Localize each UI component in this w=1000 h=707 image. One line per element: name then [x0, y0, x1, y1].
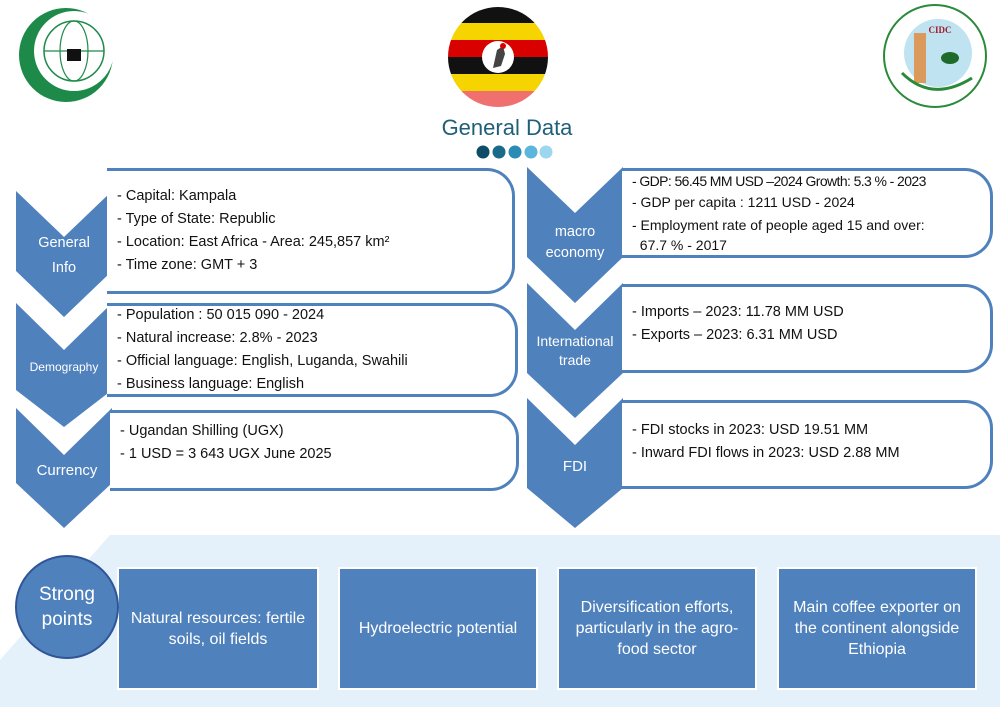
info-line: - Official language: English, Luganda, S… — [117, 353, 408, 369]
svg-text:CIDC: CIDC — [928, 25, 951, 35]
info-line: - Location: East Africa - Area: 245,857 … — [117, 234, 390, 250]
label-demography: Demography — [29, 360, 99, 374]
uganda-flag-icon — [448, 7, 548, 107]
macro-economy-box: - GDP: 56.45 MM USD –2024 Growth: 5.3 % … — [622, 168, 993, 258]
chevron-fdi — [527, 398, 623, 528]
page-title: General Data — [441, 115, 573, 140]
demography-box: - Population : 50 015 090 - 2024 - Natura… — [107, 303, 518, 397]
info-line: - GDP per capita : 1211 USD - 2024 — [632, 194, 855, 210]
cidc-logo: CIDC — [883, 4, 987, 108]
international-trade-box: - Imports – 2023: 11.78 MM USD - Exports … — [622, 284, 993, 373]
chevrons — [16, 167, 623, 528]
info-line: - Population : 50 015 090 - 2024 — [117, 307, 325, 323]
title-dots-decoration — [476, 145, 553, 159]
info-line: - Imports – 2023: 11.78 MM USD — [632, 303, 844, 320]
oic-logo — [19, 8, 114, 102]
chevron-international-trade — [527, 283, 623, 418]
strong-point-card: Hydroelectric potential — [338, 567, 538, 690]
chevron-macro-economy — [527, 167, 623, 303]
info-line: - Capital: Kampala — [117, 188, 237, 204]
chevron-demography — [16, 303, 112, 427]
currency-box: - Ugandan Shilling (UGX) - 1 USD = 3 643 … — [110, 410, 519, 491]
label-currency: Currency — [36, 462, 98, 479]
info-line: - Inward FDI flows in 2023: USD 2.88 MM — [632, 444, 900, 461]
info-line: - Ugandan Shilling (UGX) — [120, 422, 284, 439]
info-line: - Employment rate of people aged 15 and … — [632, 217, 925, 233]
general-info-box: - Capital: Kampala - Type of State: Repub… — [107, 168, 515, 294]
fdi-box: - FDI stocks in 2023: USD 19.51 MM - Inwa… — [622, 400, 993, 489]
strong-point-card: Diversification efforts, particularly in… — [557, 567, 757, 690]
info-line: 67.7 % - 2017 — [632, 237, 727, 253]
info-line: - FDI stocks in 2023: USD 19.51 MM — [632, 421, 869, 438]
info-line: - Business language: English — [117, 376, 305, 392]
info-line: - Exports – 2023: 6.31 MM USD — [632, 326, 838, 343]
strong-point-card: Natural resources: fertile soils, oil fi… — [117, 567, 319, 690]
info-line: - Natural increase: 2.8% - 2023 — [117, 330, 318, 346]
info-line: - 1 USD = 3 643 UGX June 2025 — [120, 445, 332, 462]
strong-point-card: Main coffee exporter on the continent al… — [777, 567, 977, 690]
info-line: - Type of State: Republic — [117, 211, 276, 227]
chevron-currency — [16, 408, 112, 528]
info-line: - Time zone: GMT + 3 — [117, 257, 258, 273]
chevron-general-info — [16, 191, 112, 317]
label-fdi: FDI — [562, 458, 588, 475]
info-line: - GDP: 56.45 MM USD –2024 Growth: 5.3 % … — [632, 173, 926, 189]
